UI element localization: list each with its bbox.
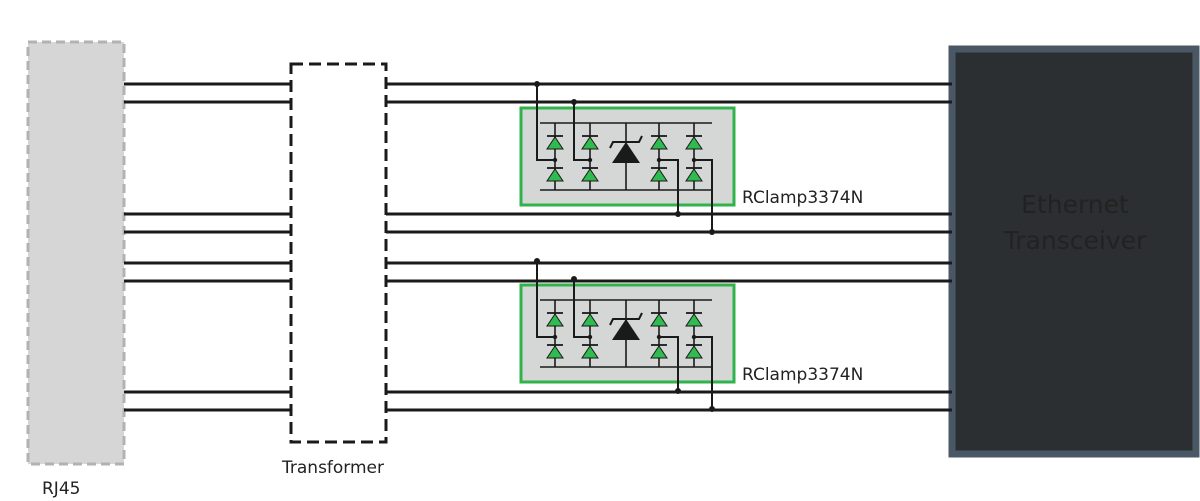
- diode-icon: [546, 313, 564, 327]
- rclamp-device-1: [519, 81, 736, 235]
- tap-wire: [659, 159, 679, 214]
- diode-icon: [581, 136, 599, 150]
- diode-icon: [650, 313, 668, 327]
- junction-dot: [552, 157, 558, 163]
- junction-dot: [709, 229, 715, 235]
- junction-dot: [675, 211, 681, 217]
- tvs-diode-icon: [612, 319, 640, 340]
- diode-icon: [581, 313, 599, 327]
- pair-1: [124, 82, 952, 104]
- tap-wire: [694, 159, 713, 232]
- transceiver-label-line2: Transceiver: [1003, 226, 1147, 255]
- diode-icon: [546, 168, 564, 182]
- diode-icon: [685, 345, 703, 359]
- rclamp-device-2: [519, 258, 736, 412]
- junction-dot: [709, 406, 715, 412]
- rj45-label: RJ45: [42, 479, 80, 499]
- rclamp-label-2: RClamp3374N: [742, 365, 863, 385]
- diode-icon: [581, 345, 599, 359]
- diode-icon: [546, 345, 564, 359]
- junction-dot: [587, 334, 593, 340]
- diode-icon: [650, 136, 668, 150]
- transceiver-label-line1: Ethernet: [1021, 190, 1129, 219]
- tap-wire: [659, 336, 679, 391]
- junction-dot: [691, 157, 697, 163]
- transformer-label: Transformer: [281, 458, 384, 478]
- diode-icon: [546, 136, 564, 150]
- signal-wires: [124, 82, 952, 412]
- junction-dot: [534, 258, 540, 264]
- junction-dot: [656, 157, 662, 163]
- junction-dot: [656, 334, 662, 340]
- tap-wire: [536, 261, 555, 338]
- ethernet-transceiver: [948, 45, 1200, 458]
- tap-wire: [536, 84, 555, 161]
- diode-icon: [650, 345, 668, 359]
- junction-dot: [675, 388, 681, 394]
- tap-wire: [694, 336, 713, 409]
- diode-icon: [685, 168, 703, 182]
- diode-icon: [685, 136, 703, 150]
- diode-icon: [650, 168, 668, 182]
- diode-icon: [685, 313, 703, 327]
- pair-3: [124, 261, 952, 283]
- tap-wire: [573, 102, 590, 161]
- junction-dot: [534, 81, 540, 87]
- junction-dot: [552, 334, 558, 340]
- tap-wire: [573, 279, 590, 338]
- pair-2: [124, 212, 952, 234]
- pair-4: [124, 390, 952, 412]
- rj45-connector: [26, 40, 126, 466]
- tvs-zener-bar: [609, 135, 643, 149]
- junction-dot: [571, 99, 577, 105]
- diode-icon: [581, 168, 599, 182]
- tvs-zener-bar: [609, 312, 643, 326]
- junction-dot: [587, 157, 593, 163]
- transformer: [289, 62, 388, 444]
- rclamp-label-1: RClamp3374N: [742, 188, 863, 208]
- junction-dot: [691, 334, 697, 340]
- tvs-diode-icon: [612, 142, 640, 163]
- junction-dot: [571, 276, 577, 282]
